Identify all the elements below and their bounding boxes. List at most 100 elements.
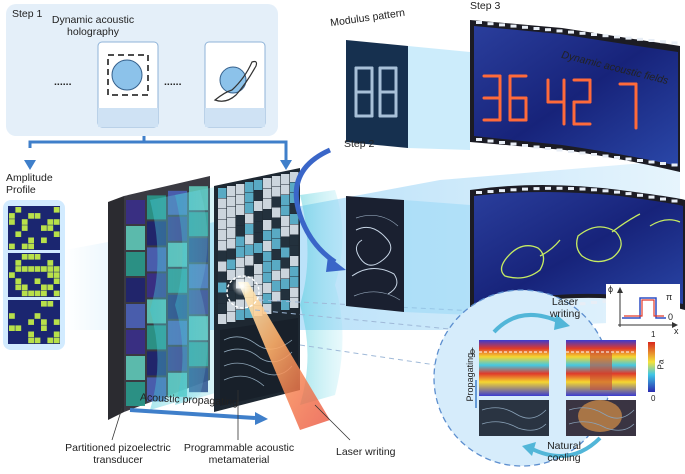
- metamaterial-cell: [227, 249, 236, 259]
- step2-label: Step 2: [344, 138, 375, 150]
- sprocket-hole: [602, 189, 609, 193]
- metamaterial-cell: [290, 214, 299, 224]
- metamaterial-cell: [236, 236, 245, 247]
- step2-arrow-head: [326, 256, 346, 272]
- metamaterial-cell: [263, 241, 272, 251]
- metamaterial-cell: [227, 291, 236, 301]
- metamaterial-cell: [254, 201, 263, 211]
- metamaterial-cell: [281, 216, 290, 226]
- sprocket-hole: [510, 188, 517, 192]
- colorbar: [648, 342, 655, 392]
- sprocket-hole: [602, 299, 609, 303]
- metamaterial-cell: [254, 222, 263, 232]
- amplitude-profile-label: Amplitude Profile: [6, 172, 53, 197]
- metamaterial-cell: [290, 235, 299, 245]
- amplitude-pixel: [41, 290, 47, 297]
- metamaterial-cell: [263, 220, 272, 230]
- phase-plot-x-label: x: [674, 326, 679, 336]
- sprocket-hole: [476, 138, 482, 141]
- hologram-card-2: [204, 41, 266, 128]
- film-strip-upper: [470, 20, 680, 172]
- amplitude-pixel: [47, 225, 54, 231]
- sprocket-hole: [579, 151, 586, 155]
- sprocket-hole: [533, 145, 540, 149]
- metamaterial-cell: [236, 268, 245, 278]
- arrow-down-right-icon: [280, 160, 292, 170]
- amplitude-pixel: [21, 225, 28, 231]
- amplitude-pixel: [47, 266, 54, 272]
- amplitude-pixel: [15, 207, 22, 213]
- metamaterial-cell: [272, 218, 281, 228]
- amplitude-pixel: [9, 325, 15, 331]
- amplitude-pixel: [53, 331, 60, 338]
- metamaterial-cell: [263, 293, 272, 304]
- transducer-cell: [126, 304, 145, 328]
- metamaterial-cell: [218, 230, 227, 240]
- metamaterial-cell: [281, 226, 290, 237]
- dots-left: ......: [54, 76, 72, 88]
- amplitude-pixel: [53, 207, 60, 213]
- metamaterial-cell: [245, 192, 254, 203]
- inset-natural-cooling-label: Natural cooling: [547, 440, 581, 465]
- inset-propagating-label: Propagating: [465, 352, 476, 402]
- step1-label: Step 1: [12, 8, 43, 20]
- metamaterial-cell: [254, 243, 263, 253]
- amplitude-pixel: [34, 313, 41, 319]
- sprocket-hole: [568, 187, 574, 191]
- metamaterial-cell: [227, 259, 236, 270]
- metamaterial-cell: [218, 209, 227, 219]
- metamaterial-cell: [245, 266, 254, 276]
- metamaterial-cell: [281, 300, 290, 310]
- sprocket-hole: [648, 39, 655, 42]
- amplitude-pixel: [47, 284, 54, 291]
- sprocket-hole: [499, 141, 505, 144]
- metamaterial-cell: [254, 264, 263, 274]
- sprocket-hole: [602, 34, 609, 38]
- metamaterial-cell: [218, 293, 227, 303]
- metamaterial-cell: [218, 251, 227, 261]
- sprocket-hole: [568, 30, 574, 34]
- metamaterial-cell: [281, 247, 290, 258]
- sprocket-hole: [499, 189, 505, 193]
- laser-beam: [238, 282, 330, 430]
- transducer-cell: [126, 330, 145, 354]
- sprocket-hole: [545, 186, 551, 190]
- metamaterial-cell: [272, 249, 281, 260]
- phase-plot: [606, 284, 680, 332]
- amplitude-pixel: [47, 301, 54, 307]
- amplitude-profile-grid: [8, 206, 60, 344]
- metamaterial-label: Programmable acoustic metamaterial: [183, 442, 295, 467]
- inset-circle: [433, 289, 655, 467]
- amplitude-pixel: [21, 266, 28, 272]
- metamaterial-cell: [218, 261, 227, 272]
- sprocket-hole: [660, 197, 666, 201]
- metamaterial-cell: [290, 245, 299, 256]
- metamaterial-cell: [227, 270, 236, 280]
- step2-arrow: [293, 147, 337, 265]
- metamaterial-cell: [281, 195, 290, 205]
- metamaterial-cell: [263, 178, 272, 188]
- metamaterial-cell: [272, 291, 281, 302]
- metamaterial-cell: [218, 272, 227, 282]
- sprocket-hole: [625, 36, 632, 40]
- metamaterial-cell: [218, 303, 227, 314]
- sprocket-hole: [591, 153, 597, 156]
- amplitude-pixel: [9, 313, 15, 319]
- amplitude-pixel: [41, 319, 47, 325]
- metamaterial-cell: [290, 266, 299, 277]
- metamaterial-cell: [272, 302, 281, 312]
- metamaterial-cell: [236, 226, 245, 236]
- amplitude-pixel: [34, 213, 41, 219]
- metamaterial-cell: [290, 224, 299, 235]
- metamaterial-cell: [290, 298, 299, 308]
- amplitude-pixel: [28, 331, 34, 338]
- metamaterial-cell: [218, 198, 227, 209]
- metamaterial-cell: [272, 186, 281, 197]
- propagating-arrow: [129, 408, 256, 420]
- arrow-down-left-icon: [24, 160, 36, 170]
- metamaterial-cell: [254, 211, 263, 222]
- metamaterial-cell: [245, 224, 254, 234]
- sprocket-hole: [545, 28, 551, 32]
- sprocket-hole: [637, 193, 643, 197]
- sprocket-hole: [614, 156, 620, 159]
